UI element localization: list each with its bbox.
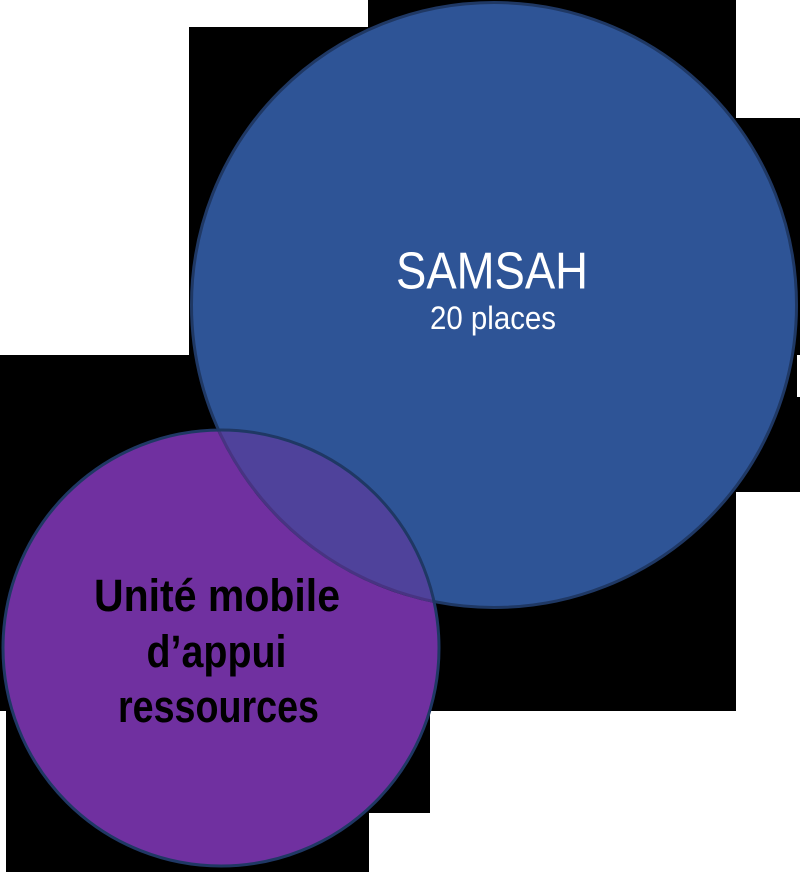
svg-text:20 places: 20 places — [430, 300, 556, 336]
svg-text:SAMSAH: SAMSAH — [396, 243, 588, 301]
svg-text:Unité mobile: Unité mobile — [94, 570, 340, 621]
svg-text:d’appui: d’appui — [147, 626, 287, 677]
svg-text:ressources: ressources — [118, 681, 319, 732]
